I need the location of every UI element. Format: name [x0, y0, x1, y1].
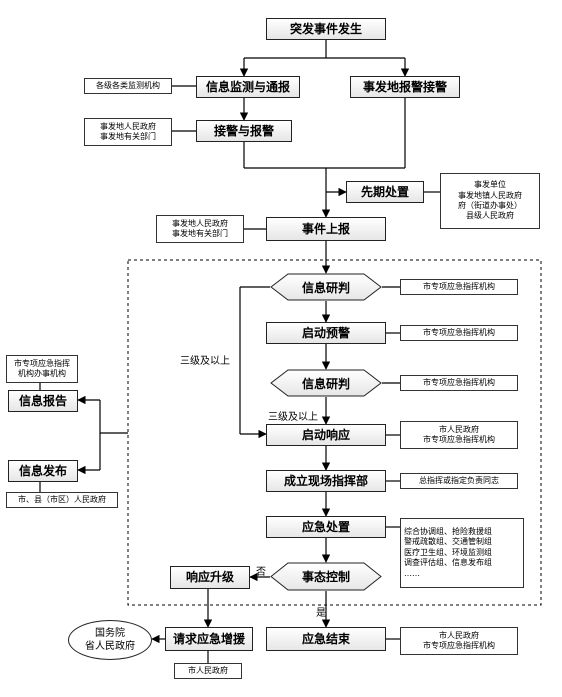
note-line: 市专项应急指挥机构	[423, 435, 495, 444]
warn-org-note: 市专项应急指挥机构	[400, 325, 518, 341]
level-label-b: 三级及以上	[268, 412, 318, 423]
info-release-box: 信息发布	[8, 460, 78, 482]
note-line: 调查评估组、信息发布组	[404, 558, 492, 568]
note-line: 总指挥或指定负责同志	[419, 475, 499, 485]
note-line: 机构办事机构	[18, 369, 66, 378]
alarm-receive-box: 事发地报警接警	[350, 76, 460, 98]
request-org-note: 市人民政府	[174, 663, 242, 679]
note-line: 事发地人民政府	[172, 218, 228, 228]
note-line: ……	[404, 568, 420, 578]
start-warning-box: 启动预警	[266, 322, 386, 344]
note-line: 市人民政府	[439, 424, 479, 434]
report-org-note: 市专项应急指挥 机构办事机构	[6, 355, 78, 383]
note-line: 市专项应急指挥机构	[423, 377, 495, 387]
start-response-box: 启动响应	[266, 424, 386, 446]
request-support-box: 请求应急增援	[165, 627, 253, 651]
situation-control-label: 事态控制	[301, 570, 350, 584]
upreport-org-note: 事发地人民政府 事发地有关部门	[156, 215, 244, 243]
note-line: 事发地有关部门	[172, 229, 228, 238]
ellipse-line: 国务院	[95, 628, 125, 639]
monitor-org-note: 各级各类监测机构	[84, 78, 172, 94]
emergency-handle-box: 应急处置	[266, 516, 386, 538]
info-judge-diamond-1: 信息研判	[270, 273, 382, 301]
ellipse-line: 省人民政府	[85, 641, 135, 652]
level-label-a: 三级及以上	[180, 356, 230, 367]
note-line: 医疗卫生组、环境监测组	[404, 547, 492, 557]
note-line: 府（街道办事处）	[458, 201, 522, 210]
note-line: 市专项应急指挥机构	[423, 327, 495, 337]
receive-org-note: 事发地人民政府 事发地有关部门	[84, 118, 172, 146]
info-monitor-box: 信息监测与通报	[196, 76, 300, 98]
note-line: 市人民政府	[439, 630, 479, 640]
response-upgrade-box: 响应升级	[170, 566, 250, 589]
note-line: 市人民政府	[188, 665, 228, 675]
field-hq-box: 成立现场指挥部	[266, 470, 386, 492]
end-org-note: 市人民政府 市专项应急指挥机构	[400, 627, 518, 655]
note-line: 市专项应急指挥机构	[423, 641, 495, 650]
handle-org-note: 综合协调组、抢险救援组 警戒疏散组、交通管制组 医疗卫生组、环境监测组 调查评估…	[400, 518, 524, 588]
info-judge-label-2: 信息研判	[301, 376, 350, 391]
note-line: 各级各类监测机构	[96, 80, 160, 90]
receive-report-box: 接警与报警	[196, 120, 292, 142]
emergency-end-box: 应急结束	[266, 627, 386, 651]
state-council-ellipse: 国务院 省人民政府	[68, 620, 152, 660]
info-report-box: 信息报告	[8, 390, 78, 412]
no-label: 否	[256, 567, 266, 578]
release-org-note: 市、县（市区）人民政府	[6, 492, 118, 508]
first-handling-box: 先期处置	[346, 181, 424, 203]
event-upreport-box: 事件上报	[266, 217, 386, 241]
hq-org-note: 总指挥或指定负责同志	[400, 473, 518, 489]
note-line: 警戒疏散组、交通管制组	[404, 537, 492, 547]
yes-label: 是	[316, 608, 326, 619]
note-line: 市、县（市区）人民政府	[18, 494, 106, 504]
judge2-org-note: 市专项应急指挥机构	[400, 375, 518, 391]
note-line: 县级人民政府	[466, 211, 514, 221]
situation-control-diamond: 事态控制	[270, 562, 382, 591]
note-line: 综合协调组、抢险救援组	[404, 527, 492, 537]
info-judge-diamond-2: 信息研判	[270, 369, 382, 397]
judge1-org-note: 市专项应急指挥机构	[400, 279, 518, 295]
note-line: 事发单位	[474, 180, 506, 190]
info-judge-label-1: 信息研判	[301, 280, 350, 295]
event-occur-box: 突发事件发生	[266, 18, 386, 40]
note-line: 市专项应急指挥	[14, 358, 70, 368]
note-line: 事发地人民政府	[100, 121, 156, 131]
note-line: 事发地有关部门	[100, 132, 156, 141]
note-line: 市专项应急指挥机构	[423, 281, 495, 291]
note-line: 事发地镇人民政府	[458, 190, 522, 200]
first-org-note: 事发单位 事发地镇人民政府 府（街道办事处） 县级人民政府	[440, 173, 540, 229]
respond-org-note: 市人民政府 市专项应急指挥机构	[400, 421, 518, 449]
